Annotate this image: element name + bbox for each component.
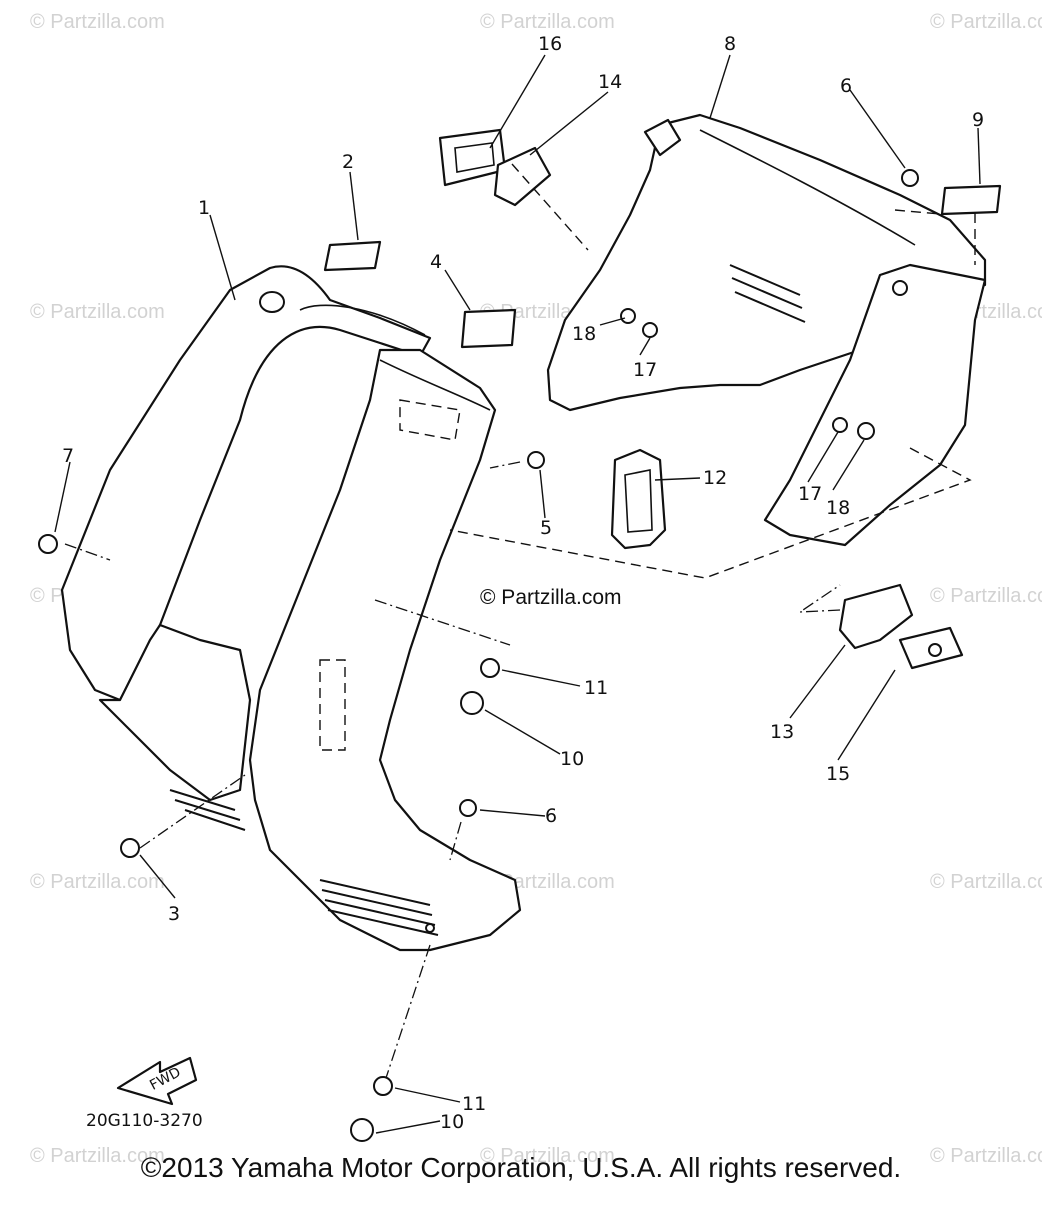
callout-11-lower: 11 — [462, 1093, 486, 1115]
callout-14: 14 — [598, 71, 622, 93]
callouts: 1 2 3 4 5 6 6 7 8 9 10 10 11 11 12 13 14… — [62, 33, 984, 1133]
part-7-screw — [38, 534, 58, 554]
part-6-bolt-lower — [459, 799, 477, 817]
part-17-grommet-left — [642, 322, 658, 338]
callout-1: 1 — [198, 197, 210, 219]
watermark: © Partzilla.com — [30, 11, 165, 33]
part-1-front-cover-left — [60, 265, 432, 831]
callout-17-right: 17 — [798, 483, 822, 505]
part-11-nut-lower — [373, 1076, 393, 1096]
part-8-rear-cover — [546, 113, 987, 547]
part-5-bolt — [527, 451, 545, 469]
callout-16: 16 — [538, 33, 562, 55]
callout-4: 4 — [430, 251, 442, 273]
part-15-pad — [898, 626, 964, 670]
watermark: © Partzilla.com — [930, 585, 1042, 607]
part-17-grommet-right — [832, 417, 848, 433]
callout-10-upper: 10 — [560, 748, 584, 770]
callout-18-right: 18 — [826, 497, 850, 519]
part-9-label — [940, 184, 1002, 216]
part-10-cap-nut-upper — [460, 691, 484, 715]
part-11-nut-upper — [480, 658, 500, 678]
part-1-front-cover-right — [248, 348, 522, 952]
callout-6-top: 6 — [840, 75, 852, 97]
callout-17-left: 17 — [633, 359, 657, 381]
fwd-arrow-icon: FWD — [116, 1056, 198, 1106]
callout-9: 9 — [972, 109, 984, 131]
callout-13: 13 — [770, 721, 794, 743]
watermark: © Partzilla.com — [30, 1145, 165, 1167]
part-4-label — [460, 308, 517, 349]
watermark: © Partzilla.com — [480, 11, 615, 33]
part-18-washer-left — [620, 308, 636, 324]
copyright-notice: ©2013 Yamaha Motor Corporation, U.S.A. A… — [140, 1152, 902, 1183]
leader-lines — [54, 54, 981, 1134]
callout-5: 5 — [540, 517, 552, 539]
callout-8: 8 — [724, 33, 736, 55]
watermark: © Partzilla.com — [930, 1145, 1042, 1167]
watermark: © Partzilla.com — [930, 11, 1042, 33]
part-13-bracket — [838, 583, 914, 650]
callout-7: 7 — [62, 445, 74, 467]
part-16-reflector — [438, 128, 507, 187]
callout-2: 2 — [342, 151, 354, 173]
part-10-cap-nut-lower — [350, 1118, 374, 1142]
callout-6-lower: 6 — [545, 805, 557, 827]
watermark: © Partzilla.com — [480, 1145, 615, 1167]
part-6-bolt-top — [901, 169, 919, 187]
watermark: © Partzilla.com — [30, 871, 165, 893]
part-2-label — [323, 240, 382, 272]
part-18-washer-right — [857, 422, 875, 440]
assembly-lines — [64, 163, 976, 1079]
callout-12: 12 — [703, 467, 727, 489]
part-3-collar — [120, 838, 140, 858]
callout-18-left: 18 — [572, 323, 596, 345]
watermark: © Partzilla.com — [930, 871, 1042, 893]
center-watermark: © Partzilla.com — [480, 586, 622, 609]
callout-15: 15 — [826, 763, 850, 785]
drawing-code: 20G110-3270 — [86, 1111, 203, 1131]
watermark: © Partzilla.com — [30, 301, 165, 323]
callout-10-lower: 10 — [440, 1111, 464, 1133]
callout-11-upper: 11 — [584, 677, 608, 699]
callout-3: 3 — [168, 903, 180, 925]
part-12-cap — [610, 448, 667, 550]
